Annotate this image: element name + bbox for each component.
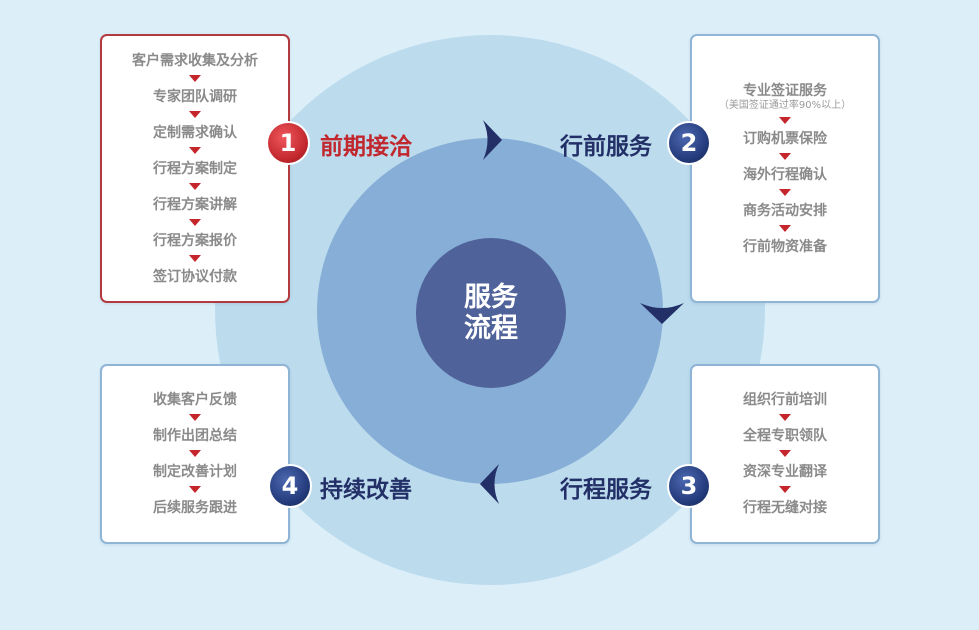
stage-1-item: 行程方案报价 (153, 232, 237, 249)
stage-1-item: 专家团队调研 (153, 88, 237, 105)
down-arrow-icon (779, 152, 791, 160)
stage-1-item: 客户需求收集及分析 (132, 52, 258, 69)
stage-3-item: 资深专业翻译 (743, 464, 827, 480)
center-title-line2: 流程 (464, 313, 518, 344)
stage-4-item: 收集客户反馈 (153, 392, 237, 408)
stage-1-title: 前期接洽 (320, 134, 412, 160)
center-circle: 服务 流程 (416, 238, 566, 388)
down-arrow-icon (779, 414, 791, 421)
flow-arrow-icon (480, 464, 499, 504)
stage-3-item: 行程无缝对接 (743, 500, 827, 516)
stage-4-item: 制定改善计划 (153, 464, 237, 480)
down-arrow-icon (189, 74, 201, 82)
stage-1-item: 定制需求确认 (153, 124, 237, 141)
stage-4-item: 后续服务跟进 (153, 500, 237, 516)
down-arrow-icon (779, 450, 791, 457)
flow-arrow-icon (483, 120, 502, 160)
down-arrow-icon (779, 188, 791, 196)
down-arrow-icon (189, 218, 201, 226)
stage-4-box: 收集客户反馈 制作出团总结 制定改善计划 后续服务跟进 (100, 364, 290, 544)
stage-4-title: 持续改善 (320, 477, 412, 503)
down-arrow-icon (189, 486, 201, 493)
down-arrow-icon (189, 110, 201, 118)
stage-3-box: 组织行前培训 全程专职领队 资深专业翻译 行程无缝对接 (690, 364, 880, 544)
stage-2-item: 行前物资准备 (743, 238, 827, 255)
flow-arrow-icon (640, 303, 684, 324)
stage-2-item: 专业签证服务 (743, 82, 827, 99)
down-arrow-icon (779, 116, 791, 124)
stage-3-title: 行程服务 (560, 477, 652, 503)
stage-1-item: 行程方案制定 (153, 160, 237, 177)
down-arrow-icon (189, 414, 201, 421)
stage-3-item: 全程专职领队 (743, 428, 827, 444)
stage-2-badge: 2 (669, 123, 709, 163)
stage-2-title: 行前服务 (560, 134, 652, 160)
stage-2-note: （美国签证通过率90%以上） (718, 99, 852, 111)
down-arrow-icon (189, 450, 201, 457)
stage-1-item: 行程方案讲解 (153, 196, 237, 213)
stage-2-box: 专业签证服务 （美国签证通过率90%以上） 订购机票保险 海外行程确认 商务活动… (690, 34, 880, 303)
stage-3-item: 组织行前培训 (743, 392, 827, 408)
stage-3-badge: 3 (669, 466, 709, 506)
stage-1-item: 签订协议付款 (153, 268, 237, 285)
stage-4-badge: 4 (270, 466, 310, 506)
stage-2-item: 海外行程确认 (743, 166, 827, 183)
stage-2-item: 订购机票保险 (743, 130, 827, 147)
center-title-line1: 服务 (464, 282, 518, 313)
down-arrow-icon (189, 146, 201, 154)
down-arrow-icon (189, 254, 201, 262)
stage-4-item: 制作出团总结 (153, 428, 237, 444)
stage-1-box: 客户需求收集及分析 专家团队调研 定制需求确认 行程方案制定 行程方案讲解 行程… (100, 34, 290, 303)
stage-1-badge: 1 (268, 123, 308, 163)
down-arrow-icon (779, 224, 791, 232)
down-arrow-icon (779, 486, 791, 493)
down-arrow-icon (189, 182, 201, 190)
stage-2-item: 商务活动安排 (743, 202, 827, 219)
